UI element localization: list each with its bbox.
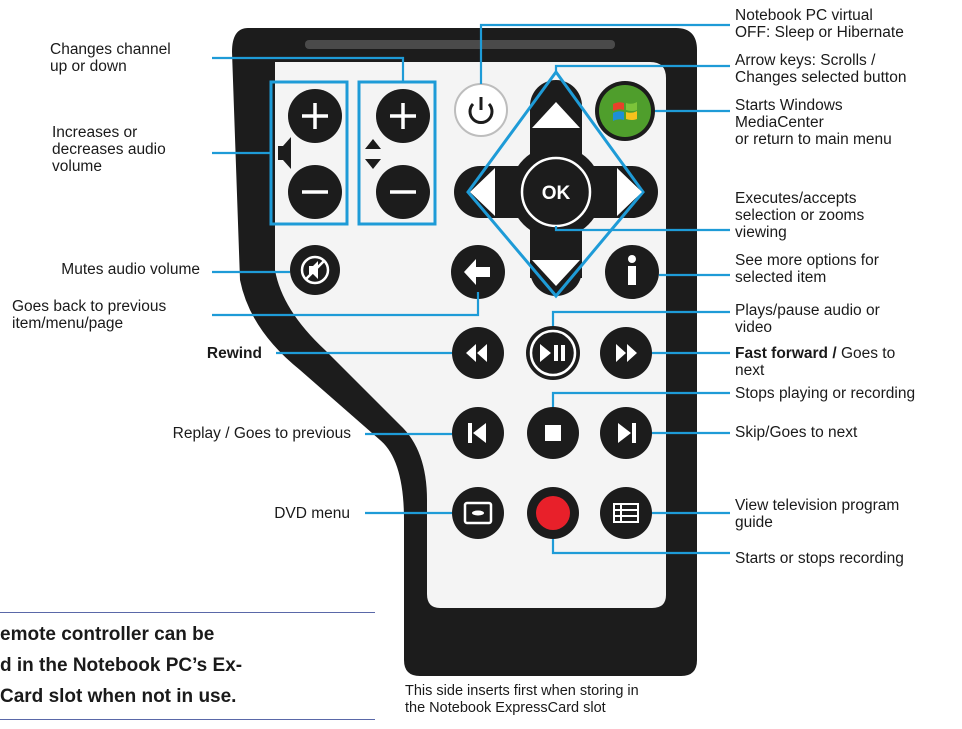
- back-arrow-icon: [464, 259, 490, 285]
- mute-icon: [300, 255, 330, 285]
- channel-arrows-icon: [365, 139, 381, 169]
- mute-label: Mutes audio volume: [61, 261, 200, 278]
- play-pause-icon: [540, 344, 551, 362]
- down-arrow-key[interactable]: [532, 260, 580, 286]
- record-icon: [536, 496, 570, 530]
- record-button[interactable]: [527, 487, 579, 539]
- volume-up-button[interactable]: [288, 89, 342, 143]
- back-button[interactable]: [451, 245, 505, 299]
- play-pause-button[interactable]: [526, 326, 580, 380]
- channel-down-button[interactable]: [376, 165, 430, 219]
- up-arrow-key[interactable]: [532, 102, 580, 128]
- speaker-icon: [278, 137, 291, 169]
- stop-button[interactable]: [527, 407, 579, 459]
- skip-label: Skip/Goes to next: [735, 424, 858, 441]
- left-arrow-key[interactable]: [470, 168, 495, 216]
- note-line-1: emote controller can be: [0, 624, 215, 645]
- rewind-icon: [466, 344, 487, 362]
- arrow-keys-outline: [466, 69, 645, 299]
- skip-icon: [618, 423, 631, 443]
- storage-note: emote controller can be d in the Noteboo…: [0, 612, 375, 720]
- volume-down-button[interactable]: [288, 165, 342, 219]
- windows-media-center-button[interactable]: [595, 81, 655, 141]
- replay-button[interactable]: [452, 407, 504, 459]
- guide-grid-icon: [613, 503, 639, 523]
- replay-icon: [468, 423, 472, 443]
- fast-forward-button[interactable]: [600, 327, 652, 379]
- skip-button[interactable]: [600, 407, 652, 459]
- dvd-icon: [463, 501, 493, 525]
- record-label: Starts or stops recording: [735, 550, 904, 567]
- fast-forward-icon: [616, 344, 637, 362]
- info-button[interactable]: [605, 245, 659, 299]
- replay-label: Replay / Goes to previous: [172, 425, 351, 442]
- stop-icon: [545, 425, 561, 441]
- channel-button-box: [357, 80, 437, 226]
- windows-logo-icon: [613, 102, 637, 121]
- channel-up-button[interactable]: [376, 89, 430, 143]
- mute-button[interactable]: [290, 245, 340, 295]
- power-button[interactable]: [454, 83, 508, 137]
- dvd-menu-label: DVD menu: [274, 505, 350, 522]
- info-icon: [628, 266, 636, 285]
- arrow-keys-label: Arrow keys: Scrolls /Changes selected bu…: [735, 52, 907, 86]
- note-line-3: Card slot when not in use.: [0, 686, 237, 707]
- right-arrow-key[interactable]: [617, 168, 642, 216]
- tv-guide-button[interactable]: [600, 487, 652, 539]
- power-icon: [468, 97, 494, 124]
- rewind-label: Rewind: [206, 345, 262, 362]
- leader-lines: [212, 23, 730, 555]
- ok-label: OK: [542, 183, 571, 204]
- stop-label: Stops playing or recording: [735, 385, 916, 402]
- rewind-button[interactable]: [452, 327, 504, 379]
- top-slot: [305, 40, 615, 49]
- dvd-menu-button[interactable]: [452, 487, 504, 539]
- fast-forward-label: Fast forward / Goes to next: [735, 345, 896, 379]
- ok-button[interactable]: OK: [520, 156, 592, 228]
- note-line-2: d in the Notebook PC’s Ex-: [0, 655, 243, 676]
